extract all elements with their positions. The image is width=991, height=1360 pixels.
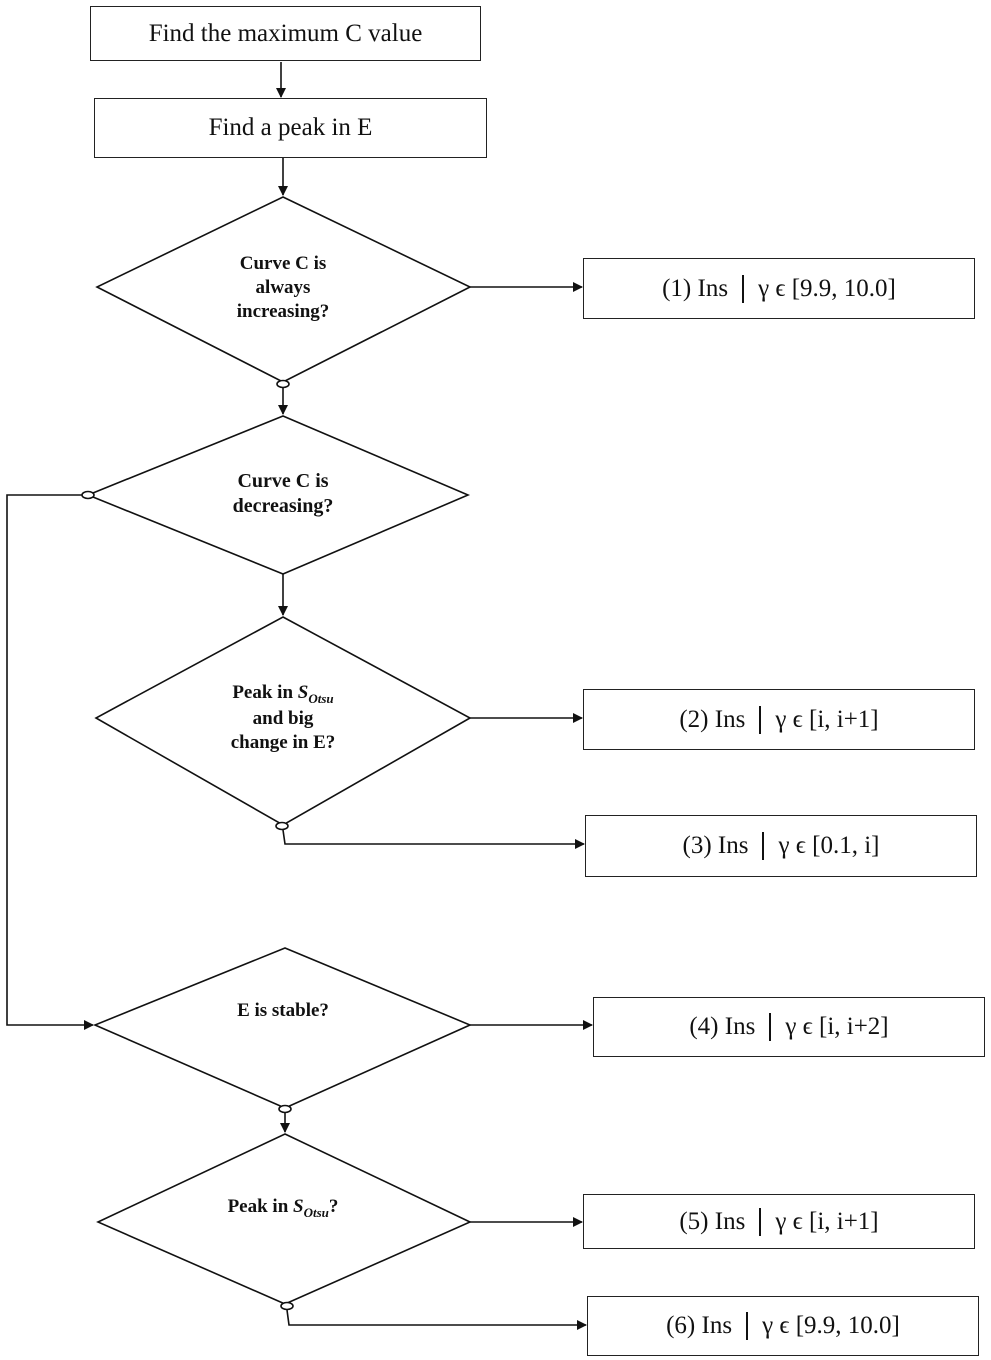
outcome-3: (3) Ins γ ϵ [0.1, i] [585, 815, 977, 877]
separator-bar [746, 1312, 749, 1340]
outcome-6-id: (6) Ins [666, 1312, 733, 1339]
decision-3-prefix: Peak in [232, 682, 298, 704]
decision-2-label: Curve C is decreasing? [193, 466, 373, 522]
outcome-3-range: γ ϵ [0.1, i] [778, 832, 880, 859]
decision-5-suffix: ? [328, 1195, 339, 1217]
process-find-peak-e-text: Find a peak in E [208, 114, 373, 141]
s-otsu-symbol: SOtsu [293, 1195, 329, 1220]
decision-4-line-1: E is stable? [237, 1000, 329, 1022]
outcome-4-id: (4) Ins [689, 1013, 756, 1040]
outcome-5-range: γ ϵ [i, i+1] [775, 1207, 879, 1235]
outcome-3-id: (3) Ins [682, 832, 749, 859]
outcome-1-range: γ ϵ [9.9, 10.0] [758, 274, 896, 302]
connector-d4-bottom [278, 1104, 292, 1114]
outcome-6-range: γ ϵ [9.9, 10.0] [762, 1312, 900, 1339]
decision-2-line-1: Curve C is [237, 470, 329, 492]
outcome-2-id: (2) Ins [679, 705, 746, 733]
connector-d1-bottom [276, 379, 290, 389]
s-otsu-symbol: SOtsu [297, 682, 334, 707]
outcome-2: (2) Ins γ ϵ [i, i+1] [583, 689, 975, 750]
decision-3-line-2: and big [252, 708, 314, 730]
decision-3-label: Peak in SOtsu and big change in E? [183, 676, 383, 760]
separator-bar [769, 1013, 772, 1041]
arrow-d2-d4-loop [6, 494, 94, 1030]
decision-5-prefix: Peak in [227, 1195, 294, 1217]
outcome-1: (1) Ins γ ϵ [9.9, 10.0] [583, 258, 975, 319]
outcome-5-id: (5) Ins [679, 1207, 746, 1235]
connector-d5-bottom [280, 1301, 294, 1311]
connector-d3-bottom [275, 821, 289, 831]
decision-1-line-1: Curve C is [239, 253, 327, 275]
separator-bar [759, 1207, 762, 1236]
process-find-max-c: Find the maximum C value [90, 6, 481, 61]
decision-1-line-2: always [255, 277, 311, 299]
connector-d2-left [81, 490, 95, 500]
decision-4-label: E is stable? [183, 996, 383, 1026]
decision-diamond-4 [92, 947, 473, 1109]
outcome-4-range: γ ϵ [i, i+2] [785, 1013, 889, 1040]
outcome-4: (4) Ins γ ϵ [i, i+2] [593, 997, 985, 1057]
separator-bar [742, 274, 745, 303]
decision-3-line-3: change in E? [230, 732, 336, 754]
outcome-1-id: (1) Ins [662, 274, 729, 302]
outcome-2-range: γ ϵ [i, i+1] [775, 705, 879, 733]
separator-bar [759, 705, 762, 734]
decision-5-label: Peak in SOtsu? [183, 1193, 383, 1223]
outcome-5: (5) Ins γ ϵ [i, i+1] [583, 1194, 975, 1249]
process-find-max-c-text: Find the maximum C value [148, 19, 423, 47]
decision-3-line-1: Peak in SOtsu [232, 681, 333, 707]
arrow-d5-out6 [286, 1309, 587, 1330]
decision-1-line-3: increasing? [236, 300, 330, 322]
decision-1-label: Curve C is always increasing? [193, 250, 373, 326]
outcome-6: (6) Ins γ ϵ [9.9, 10.0] [587, 1296, 979, 1356]
arrow-d3-out3 [282, 829, 585, 849]
decision-2-line-2: decreasing? [232, 495, 334, 517]
decision-5-line-1: Peak in SOtsu? [228, 1195, 339, 1221]
process-find-peak-e: Find a peak in E [94, 98, 487, 158]
separator-bar [762, 832, 765, 860]
